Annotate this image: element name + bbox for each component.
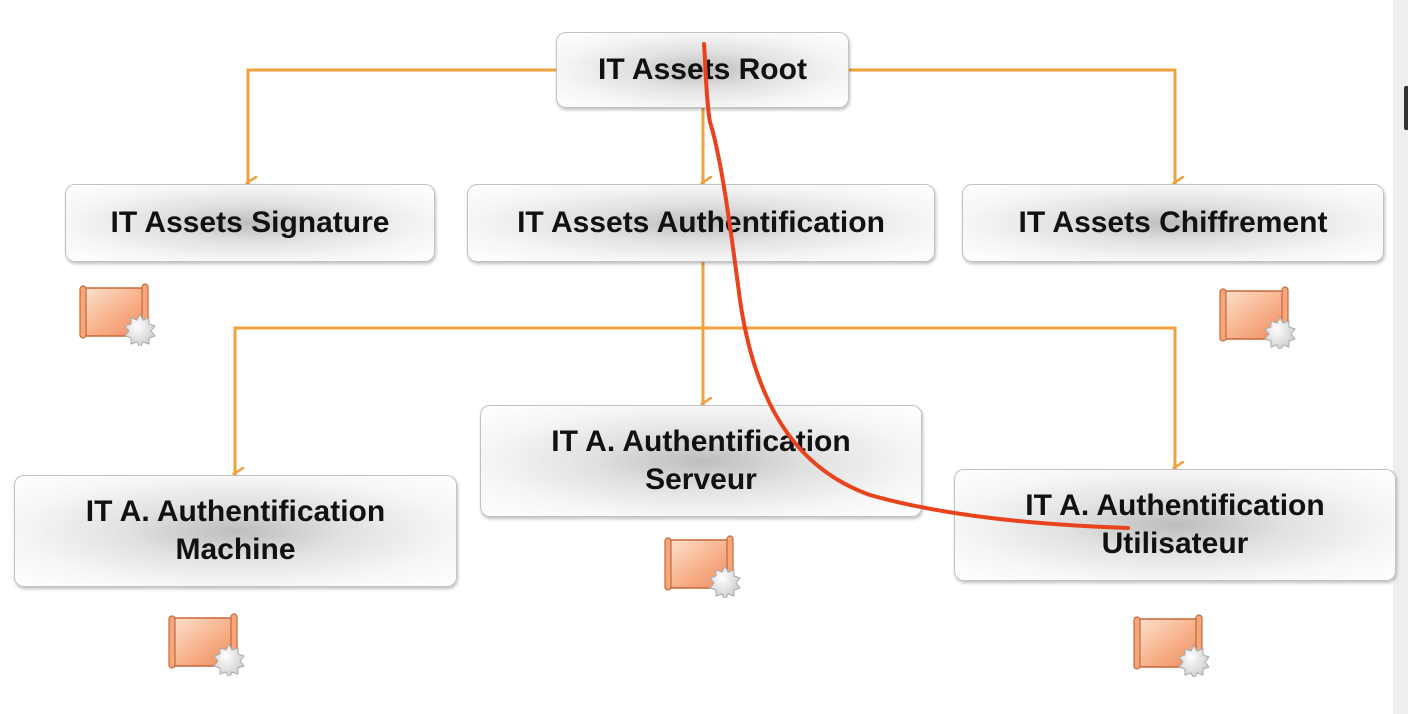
- node-it-assets-chiffrement[interactable]: IT Assets Chiffrement: [962, 184, 1384, 262]
- node-it-assets-signature[interactable]: IT Assets Signature: [65, 184, 435, 262]
- certificate-scroll-icon: [1219, 286, 1296, 349]
- node-it-assets-authentification[interactable]: IT Assets Authentification: [467, 184, 935, 262]
- node-authentification-utilisateur[interactable]: IT A. Authentification Utilisateur: [954, 469, 1396, 581]
- certificate-scroll-icon: [79, 283, 156, 346]
- certificate-scroll-icon: [168, 613, 245, 676]
- connector-root-signature: [248, 68, 556, 183]
- connector-auth-machine: [235, 326, 703, 474]
- side-panel-handle[interactable]: [1404, 86, 1408, 130]
- node-authentification-serveur[interactable]: IT A. Authentification Serveur: [480, 405, 922, 517]
- right-scroll-strip: [1393, 0, 1408, 714]
- connector-root-chiffrement: [849, 68, 1175, 183]
- certificate-scroll-icon: [664, 535, 741, 598]
- certificate-scroll-icon: [1133, 614, 1210, 677]
- node-it-assets-root[interactable]: IT Assets Root: [556, 32, 849, 108]
- node-authentification-machine[interactable]: IT A. Authentification Machine: [14, 475, 457, 587]
